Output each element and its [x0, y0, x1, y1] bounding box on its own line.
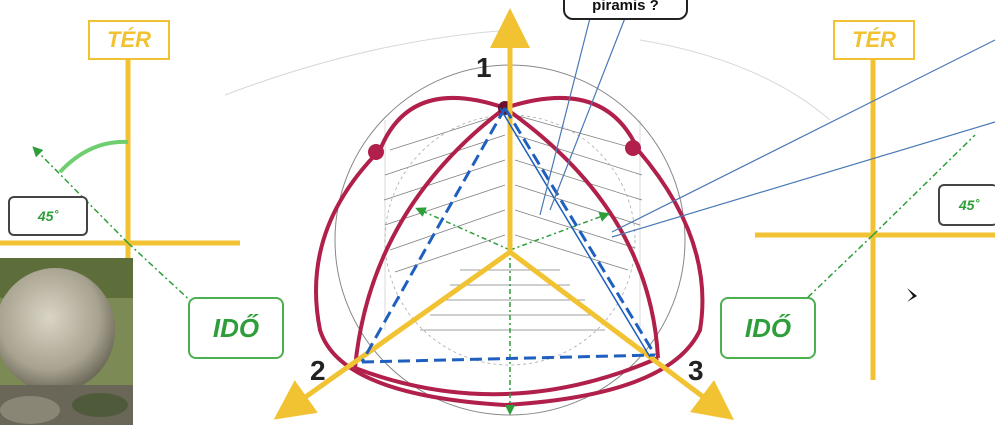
vertex-label-3: 3 [688, 355, 704, 386]
central-figure [273, 8, 995, 420]
angle-label-left: 45˚ [8, 196, 88, 236]
ter-label-right: TÉR [833, 20, 915, 60]
callout-lines [539, 17, 995, 238]
stone-photo [0, 258, 133, 425]
ter-label-left: TÉR [88, 20, 170, 60]
pyramid-callout: piramis ? [563, 0, 688, 20]
pyramid-outline [360, 107, 657, 364]
right-axes [755, 60, 995, 380]
hatched-region [383, 114, 643, 331]
ido-label-left: IDŐ [188, 297, 284, 359]
green-guides [415, 207, 610, 416]
ido-label-right: IDŐ [720, 297, 816, 359]
angle-label-right: 45˚ [938, 184, 995, 226]
yellow-axes [273, 8, 734, 420]
vertex-label-2: 2 [310, 355, 326, 386]
vertex-label-1: 1 [476, 52, 492, 83]
